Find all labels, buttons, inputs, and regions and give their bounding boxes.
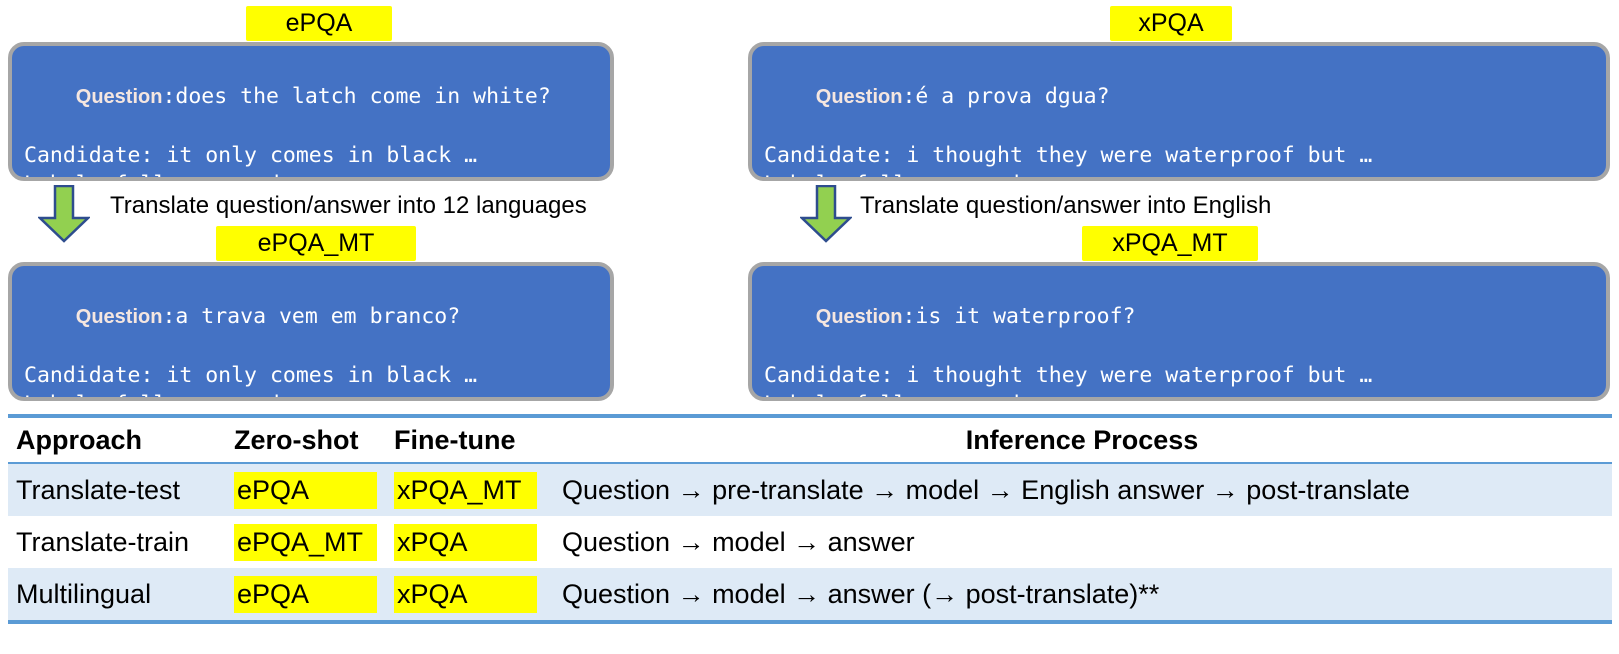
tag-xpqa: xPQA xyxy=(1110,6,1232,41)
table-header-rule xyxy=(8,462,1612,464)
highlight-fine-tune: xPQA_MT xyxy=(394,471,537,509)
table-row[interactable]: Translate-test ePQA xPQA_MT Question → p… xyxy=(8,464,1612,516)
panel-epqa-mt: Question:a trava vem em branco? Candidat… xyxy=(8,262,614,401)
header-zero-shot: Zero-shot xyxy=(234,424,359,455)
panel-epqa-mt-line-0: Question:a trava vem em branco? xyxy=(24,273,598,361)
panel-epqa-line-0: Question:does the latch come in white? xyxy=(24,53,598,141)
approach-comparison-table: Approach Zero-shot Fine-tune Inference P… xyxy=(8,414,1612,624)
down-arrow-icon-right xyxy=(798,184,854,243)
header-inference-process: Inference Process xyxy=(965,424,1199,455)
cell-approach: Translate-train xyxy=(16,526,190,557)
tag-xpqa-mt: xPQA_MT xyxy=(1082,226,1258,261)
highlight-fine-tune: xPQA xyxy=(394,523,537,561)
panel-xpqa-question-text: é a prova dgua? xyxy=(915,84,1110,109)
header-fine-tune: Fine-tune xyxy=(394,424,516,455)
highlight-zero-shot: ePQA_MT xyxy=(234,523,377,561)
panel-xpqa-mt-line-0: Question:is it waterproof? xyxy=(764,273,1594,361)
panel-xpqa-line-0: Question:é a prova dgua? xyxy=(764,53,1594,141)
highlight-zero-shot: ePQA xyxy=(234,575,377,613)
cell-fine-tune: xPQA xyxy=(394,516,549,568)
field-sep: : xyxy=(162,304,176,329)
tag-epqa: ePQA xyxy=(246,6,392,41)
panel-xpqa-mt-question-text: is it waterproof? xyxy=(915,304,1136,329)
panel-xpqa-mt-line-1: Candidate: i thought they were waterproo… xyxy=(764,363,1373,388)
table-row[interactable]: Multilingual ePQA xPQA Question → model … xyxy=(8,568,1612,620)
table-row[interactable]: Translate-train ePQA_MT xPQA Question → … xyxy=(8,516,1612,568)
field-label-question: Question xyxy=(815,86,903,108)
table-top-rule xyxy=(8,414,1612,418)
panel-xpqa-mt-line-2: Label: fully answering xyxy=(764,390,1594,397)
field-sep: : xyxy=(162,84,176,109)
cell-inference-process: Question → pre-translate → model → Engli… xyxy=(562,474,1410,505)
panel-epqa-line-1: Candidate: it only comes in black … xyxy=(24,143,478,168)
cell-zero-shot: ePQA_MT xyxy=(234,516,389,568)
cell-inference-process: Question → model → answer xyxy=(562,526,915,557)
field-sep: : xyxy=(902,84,916,109)
header-approach: Approach xyxy=(16,424,143,455)
panel-xpqa-line-1: Candidate: i thought they were waterproo… xyxy=(764,143,1373,168)
caption-translate-right: Translate question/answer into English xyxy=(860,192,1272,219)
cell-zero-shot: ePQA xyxy=(234,464,389,516)
panel-xpqa-line-2: Label: fully answering xyxy=(764,170,1594,177)
panel-epqa-mt-question-text: a trava vem em branco? xyxy=(175,304,461,329)
cell-fine-tune: xPQA_MT xyxy=(394,464,549,516)
panel-epqa-mt-line-2: Label: fully answering xyxy=(24,390,598,397)
cell-approach: Translate-test xyxy=(16,474,181,505)
field-label-question: Question xyxy=(75,86,163,108)
cell-zero-shot: ePQA xyxy=(234,568,389,620)
field-label-question: Question xyxy=(75,306,163,328)
panel-epqa: Question:does the latch come in white? C… xyxy=(8,42,614,181)
cell-fine-tune: xPQA xyxy=(394,568,549,620)
field-sep: : xyxy=(902,304,916,329)
down-arrow-icon-left xyxy=(36,184,92,243)
cell-inference-process: Question → model → answer (→ post-transl… xyxy=(562,578,1160,609)
caption-translate-left: Translate question/answer into 12 langua… xyxy=(110,192,587,219)
panel-xpqa-mt: Question:is it waterproof? Candidate: i … xyxy=(748,262,1610,401)
table-bottom-rule xyxy=(8,620,1612,624)
panel-epqa-line-2: Label: fully answering xyxy=(24,170,598,177)
panel-epqa-mt-line-1: Candidate: it only comes in black … xyxy=(24,363,478,388)
panel-xpqa: Question:é a prova dgua? Candidate: i th… xyxy=(748,42,1610,181)
panel-epqa-question-text: does the latch come in white? xyxy=(175,84,551,109)
highlight-fine-tune: xPQA xyxy=(394,575,537,613)
tag-epqa-mt: ePQA_MT xyxy=(216,226,416,261)
highlight-zero-shot: ePQA xyxy=(234,471,377,509)
field-label-question: Question xyxy=(815,306,903,328)
cell-approach: Multilingual xyxy=(16,578,152,609)
table-header-row: Approach Zero-shot Fine-tune Inference P… xyxy=(8,418,1612,462)
